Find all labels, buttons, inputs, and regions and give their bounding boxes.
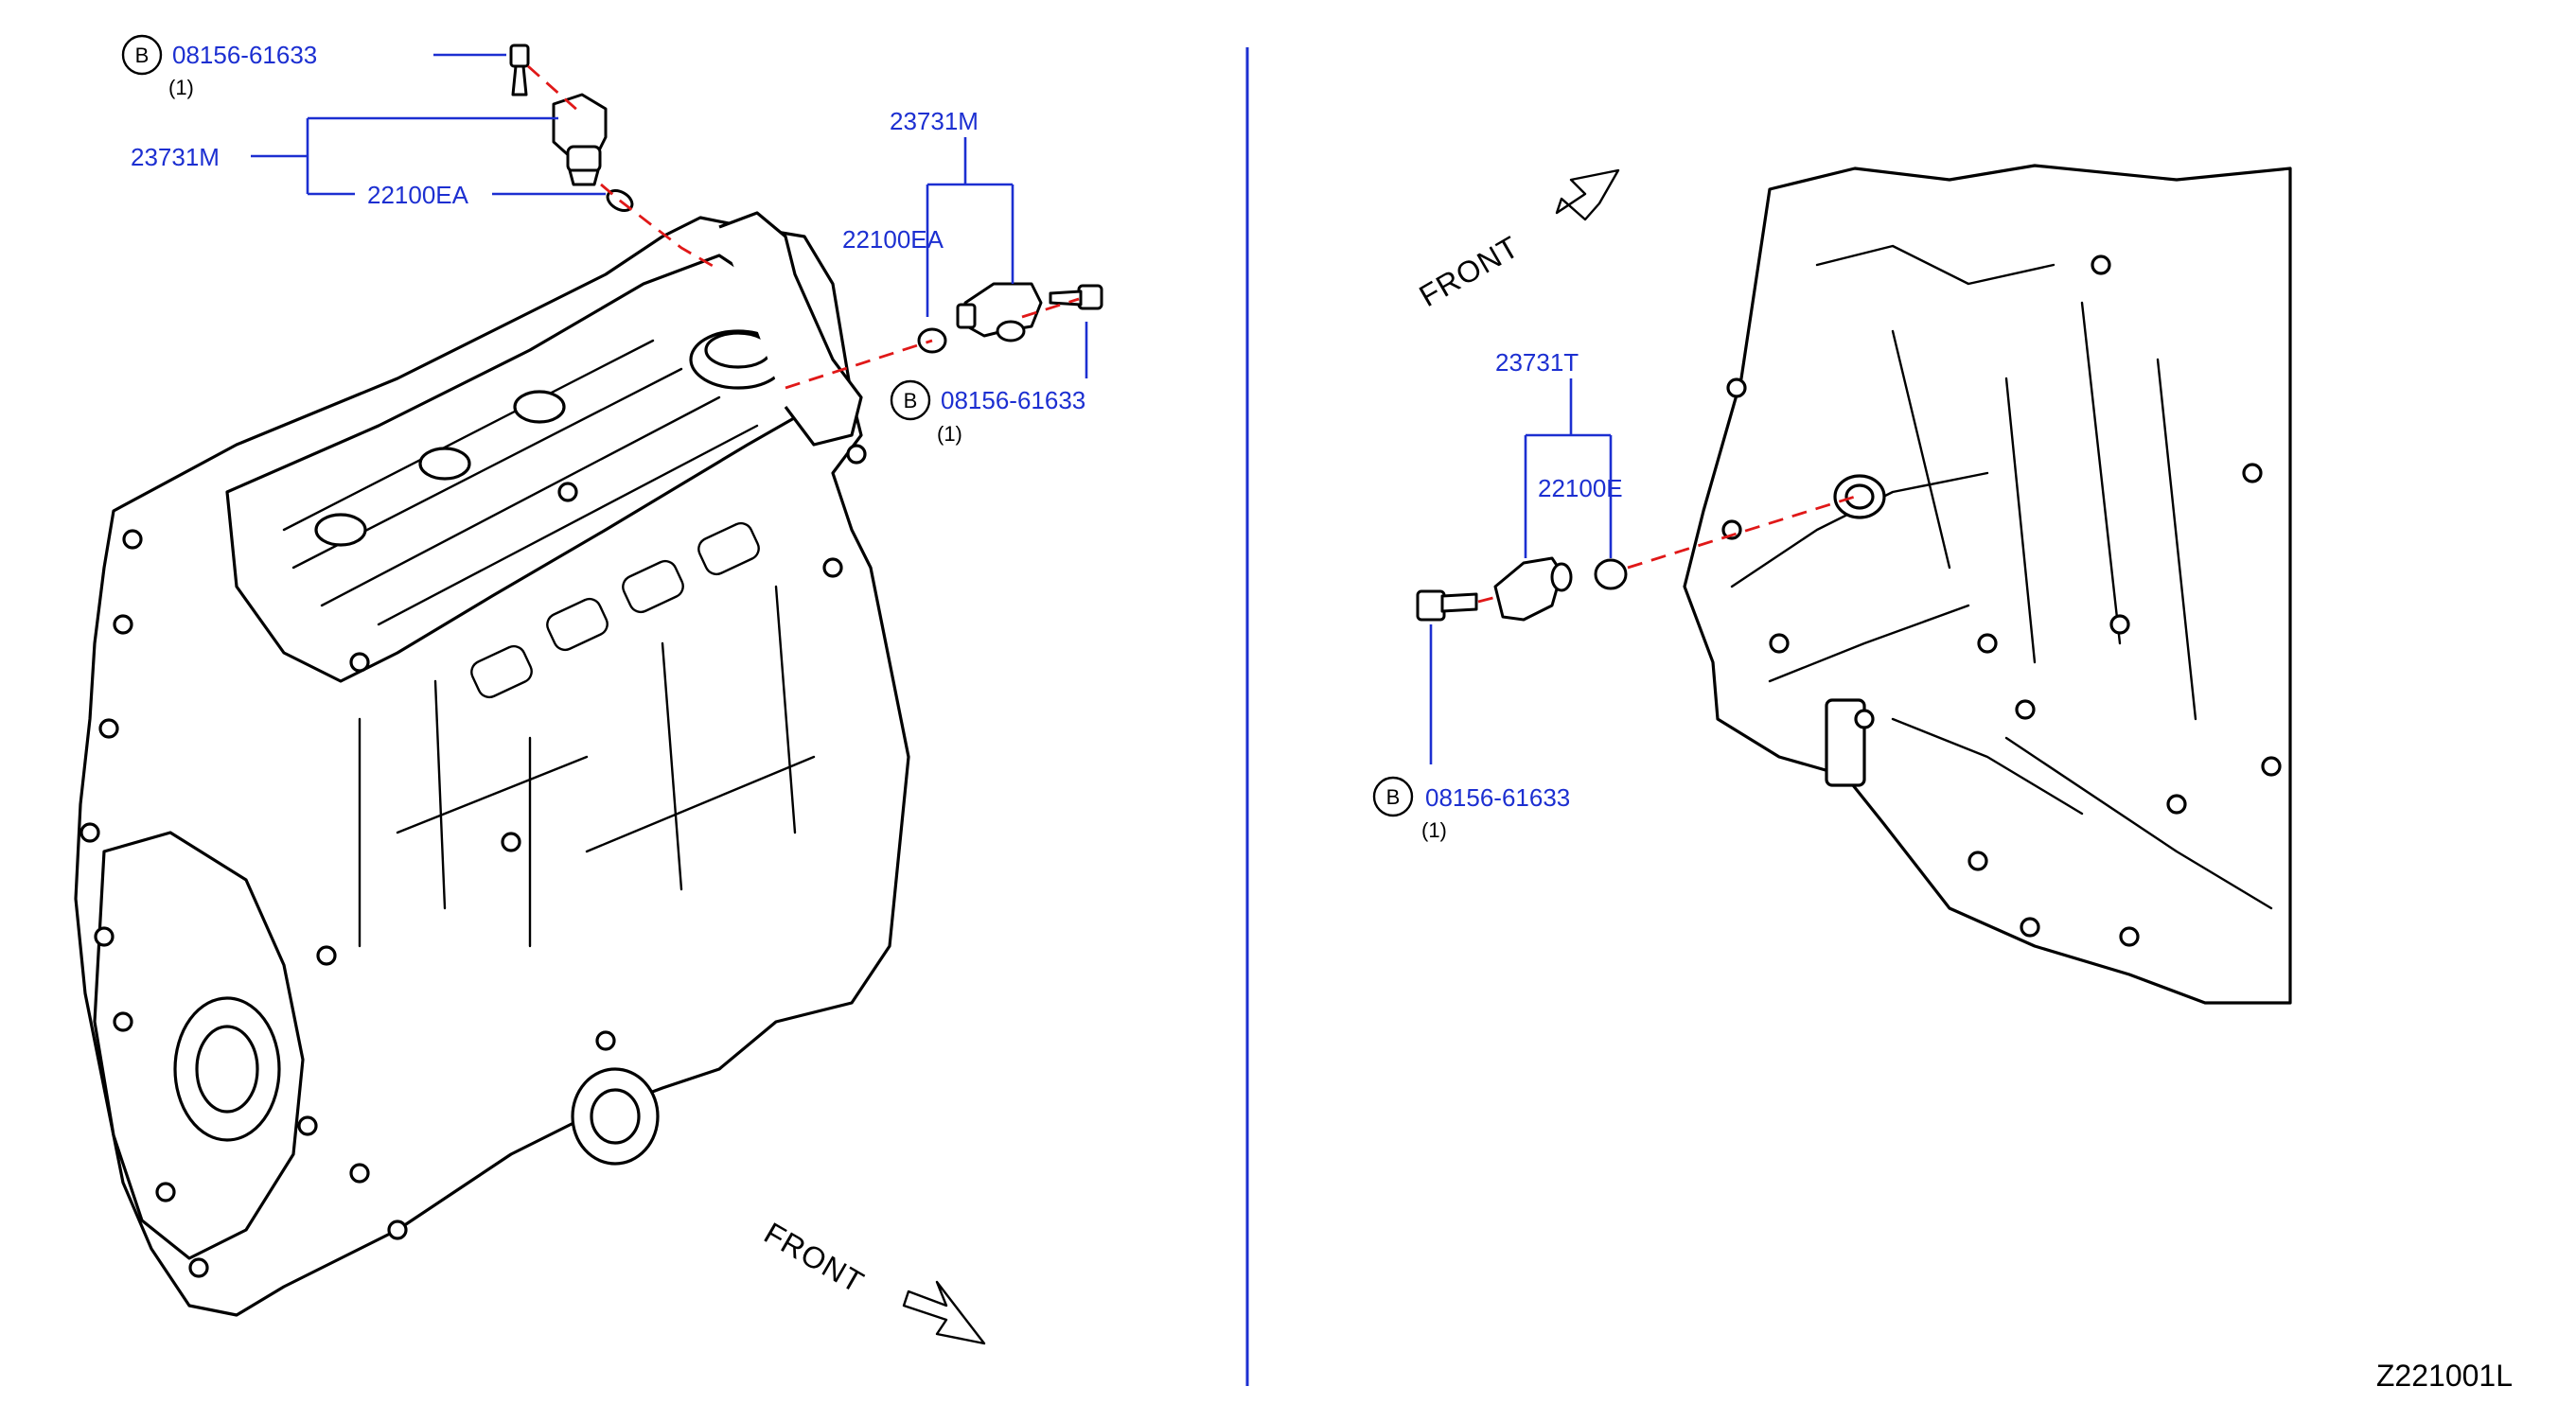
camshaft-sensor-top-left — [552, 93, 608, 186]
label-sensor-top-left: 23731M — [131, 143, 220, 171]
leader-lines-left — [251, 53, 1088, 378]
camshaft-sensor-top-right — [956, 282, 1043, 342]
bolt-right — [1416, 589, 1478, 622]
hidden-line-top-left — [527, 64, 720, 272]
qty-bolt-top-right: (1) — [937, 422, 962, 446]
front-label-left: FRONT — [759, 1216, 871, 1300]
crank-sensor-right — [1493, 556, 1573, 622]
bolt-prefix-circle-top-left — [121, 34, 163, 76]
bolt-prefix-right: B — [1386, 785, 1401, 809]
bolt-prefix-circle-right — [1372, 776, 1414, 817]
diagram-code: Z221001L — [2376, 1359, 2513, 1393]
label-bolt-right: 08156-61633 — [1425, 783, 1570, 812]
right-engine-drawing — [1683, 164, 2292, 1005]
hidden-line-right — [1477, 495, 1856, 604]
bolt-prefix-top-right: B — [904, 389, 918, 412]
left-engine-drawing — [74, 211, 910, 1317]
label-sensor-right: 23731T — [1495, 348, 1579, 377]
front-arrow-right — [1555, 168, 1620, 221]
leader-lines-right — [1429, 378, 1613, 764]
label-oring-top-left: 22100EA — [367, 181, 469, 209]
qty-bolt-top-left: (1) — [168, 76, 194, 99]
bolt-top-right — [1049, 284, 1103, 310]
label-oring-right: 22100E — [1538, 474, 1623, 502]
o-ring-right — [1594, 558, 1628, 590]
bolt-prefix-circle-top-right — [890, 379, 931, 421]
label-oring-top-right: 22100EA — [842, 225, 944, 254]
bolt-prefix-top-left: B — [135, 44, 150, 67]
front-label-right: FRONT — [1414, 229, 1526, 313]
label-bolt-top-left: 08156-61633 — [172, 41, 317, 69]
qty-bolt-right: (1) — [1421, 818, 1447, 842]
label-sensor-top-right: 23731M — [890, 107, 979, 135]
hidden-line-top-right — [785, 297, 1080, 390]
label-bolt-top-right: 08156-61633 — [941, 386, 1085, 414]
front-arrow-left — [902, 1280, 986, 1345]
bolt-top-left — [509, 44, 530, 97]
